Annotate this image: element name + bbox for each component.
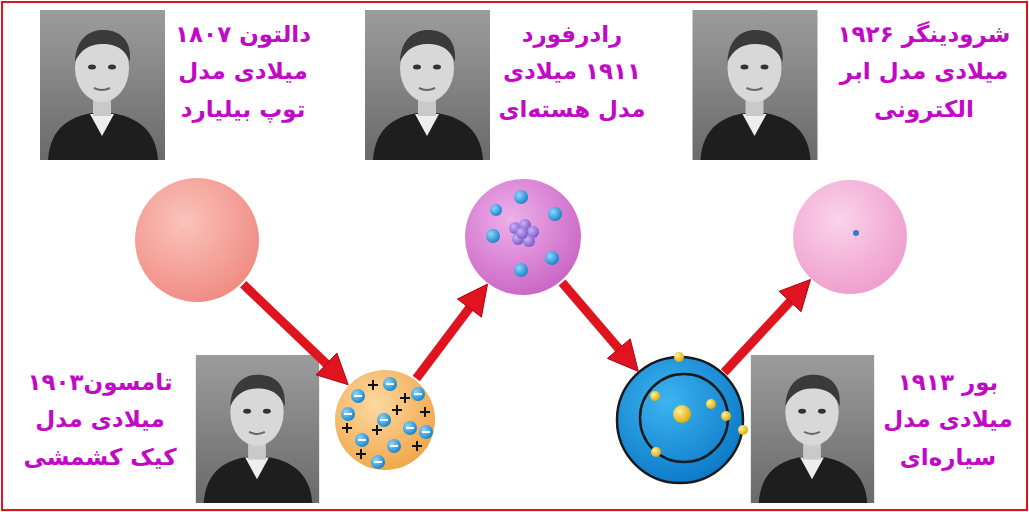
- portrait-photo: [751, 355, 874, 503]
- portrait-photo: [196, 355, 319, 503]
- thomson-model: [335, 370, 435, 470]
- arrow-shaft: [243, 284, 331, 368]
- model-caption: رادرفورد ۱۹۱۱ میلادی مدل هسته‌ای: [496, 16, 648, 128]
- arrow: [724, 280, 810, 373]
- atom-model: تامسون۱۹۰۳ میلادی مدل کیک کشمشی: [335, 370, 435, 470]
- arrow-head: [316, 353, 348, 385]
- atom-model: دالتون ۱۸۰۷ میلادی مدل توپ بیلیارد: [135, 178, 259, 302]
- model-caption: دالتون ۱۸۰۷ میلادی مدل توپ بیلیارد: [170, 16, 316, 128]
- caption-block: رادرفورد ۱۹۱۱ میلادی مدل هسته‌ای: [496, 16, 648, 128]
- atom-model: رادرفورد ۱۹۱۱ میلادی مدل هسته‌ای: [465, 179, 581, 295]
- arrow-shaft: [562, 283, 623, 354]
- portrait-photo: [365, 10, 490, 160]
- model-caption: تامسون۱۹۰۳ میلادی مدل کیک کشمشی: [10, 364, 190, 476]
- arrow: [562, 283, 638, 372]
- arrow-shaft: [416, 303, 473, 378]
- arrow-shaft: [724, 297, 794, 372]
- caption-block: تامسون۱۹۰۳ میلادی مدل کیک کشمشی: [10, 364, 190, 476]
- arrow: [416, 284, 487, 378]
- caption-block: بور ۱۹۱۳ میلادی مدل سیاره‌ای: [874, 364, 1022, 476]
- arrow-head: [607, 339, 638, 372]
- portrait-photo: [40, 10, 165, 160]
- atom-model: بور ۱۹۱۳ میلادی مدل سیاره‌ای: [617, 357, 743, 483]
- dalton-model: [135, 178, 259, 302]
- rutherford-model: [465, 179, 581, 295]
- arrow: [243, 284, 348, 384]
- model-caption: بور ۱۹۱۳ میلادی مدل سیاره‌ای: [874, 364, 1022, 476]
- arrow-head: [457, 284, 487, 317]
- model-caption: شرودینگر ۱۹۲۶ میلادی مدل ابر الکترونی: [826, 16, 1022, 128]
- atom-model: شرودینگر ۱۹۲۶ میلادی مدل ابر الکترونی: [793, 180, 907, 294]
- portrait-photo: [693, 10, 818, 160]
- arrow-head: [779, 280, 810, 312]
- caption-block: دالتون ۱۸۰۷ میلادی مدل توپ بیلیارد: [170, 16, 316, 128]
- caption-block: شرودینگر ۱۹۲۶ میلادی مدل ابر الکترونی: [826, 16, 1022, 128]
- schrodinger-model: [793, 180, 907, 294]
